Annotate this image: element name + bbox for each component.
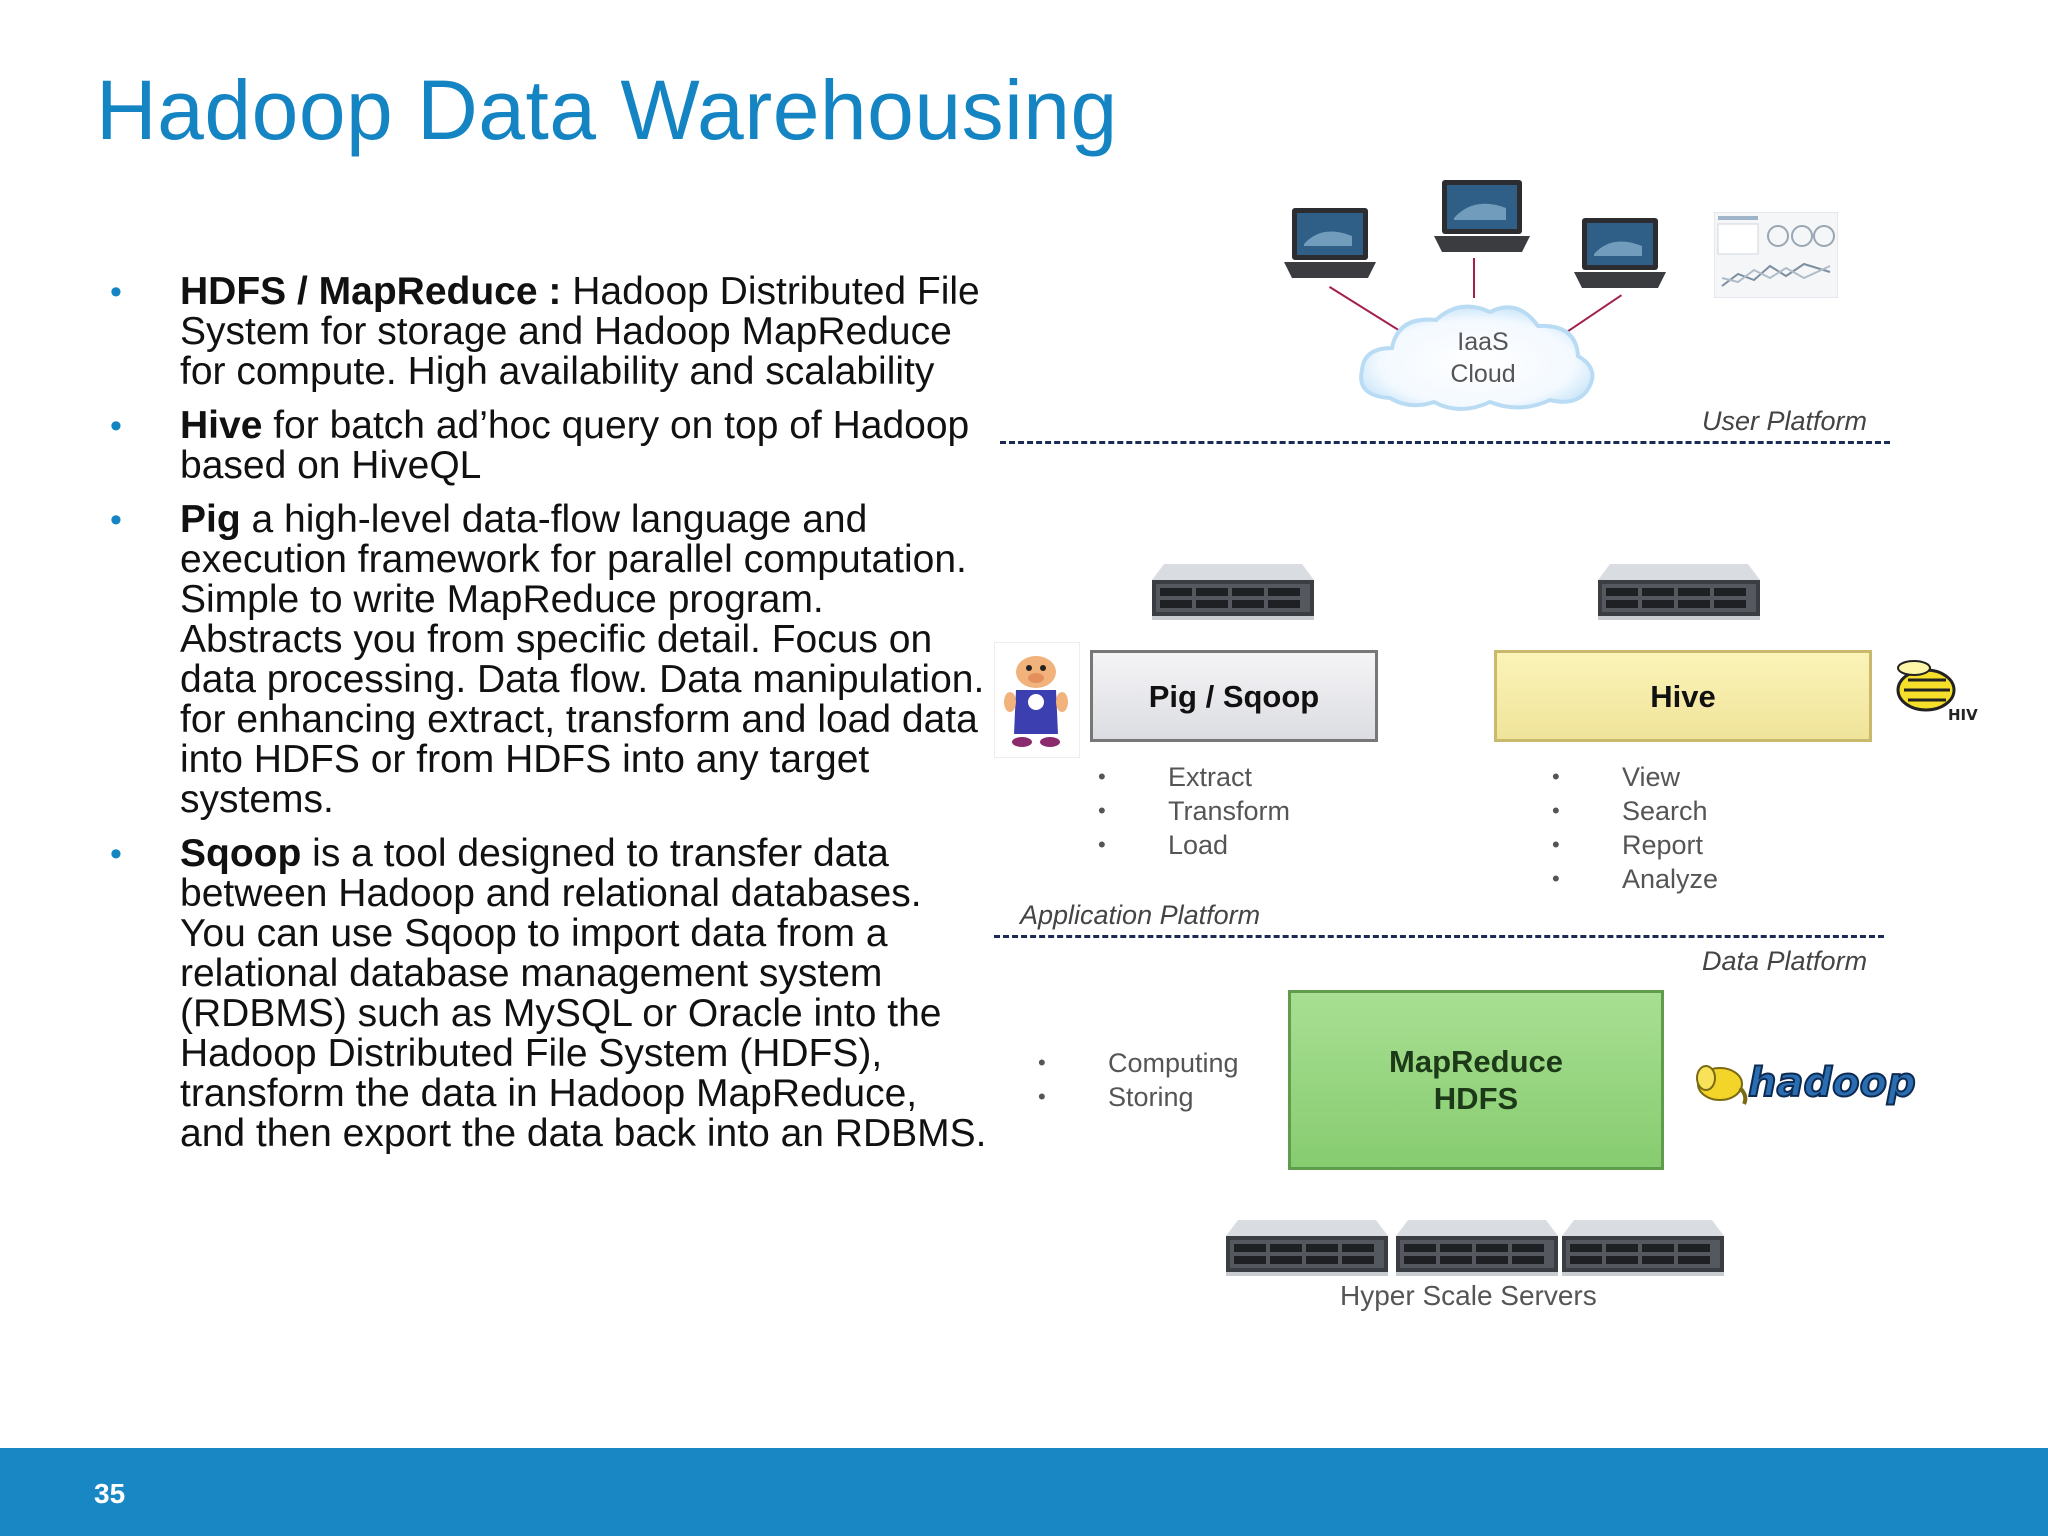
bullet-term: HDFS / MapReduce : [180, 270, 562, 313]
server-icon [1598, 564, 1760, 620]
list-item: •View [1552, 762, 1681, 792]
data-platform-label: Data Platform [1702, 946, 1868, 976]
bullet-text: for batch ad’hoc query on top of Hadoop … [180, 404, 970, 487]
hive-logo-icon: HIVE [1896, 660, 1978, 724]
cloud-icon [1359, 304, 1595, 411]
bullet-term: Pig [180, 498, 241, 541]
mapreduce-list: •Computing •Storing [1038, 1046, 1239, 1114]
mapreduce-label: MapReduce [1389, 1044, 1563, 1079]
dashboard-screenshot-icon [1714, 212, 1838, 298]
application-platform-label: Application Platform [1020, 900, 1261, 930]
laptop-icon [1284, 208, 1376, 278]
hyper-scale-servers-label: Hyper Scale Servers [1340, 1280, 1597, 1311]
application-platform-divider [994, 935, 1884, 938]
hive-list: •View •Search •Report •Analyze [1552, 760, 1718, 896]
footer-bar [0, 1448, 2048, 1536]
user-platform-divider [1000, 441, 1890, 444]
user-platform-label: User Platform [1702, 406, 1868, 436]
cloud-line-2: Cloud [1450, 360, 1516, 388]
mapreduce-hdfs-box: MapReduce HDFS [1288, 990, 1664, 1170]
cloud-line-1: IaaS [1457, 328, 1509, 356]
list-item: •Search [1552, 796, 1708, 826]
laptop-icon [1574, 218, 1666, 288]
bullet-list: • HDFS / MapReduce : Hadoop Distributed F… [110, 272, 990, 1168]
server-icon [1562, 1220, 1724, 1276]
list-item: •Report [1552, 830, 1704, 860]
list-item: •Load [1098, 830, 1229, 860]
bullet-hdfs: • HDFS / MapReduce : Hadoop Distributed F… [110, 272, 990, 392]
slide-title: Hadoop Data Warehousing [96, 63, 1118, 157]
bullet-term: Hive [180, 404, 263, 447]
bullet-dot: • [110, 835, 122, 873]
connector-line [1473, 258, 1475, 298]
bullet-text: a high-level data-flow language and exec… [180, 498, 985, 821]
hadoop-logo-text: hadoop [1748, 1060, 1916, 1106]
hive-box: Hive [1494, 650, 1872, 742]
laptop-icon [1434, 180, 1530, 252]
list-item: •Analyze [1552, 864, 1719, 894]
list-item: •Computing [1038, 1048, 1239, 1078]
bullet-dot: • [110, 273, 122, 311]
pig-sqoop-list: •Extract •Transform •Load [1098, 760, 1290, 862]
server-icon [1152, 564, 1314, 620]
bullet-text: Hadoop Distributed File System for stora… [180, 270, 980, 393]
list-item: •Transform [1098, 796, 1291, 826]
server-icon [1396, 1220, 1558, 1276]
hadoop-logo-icon: hadoop [1696, 1059, 1917, 1107]
pig-sqoop-box: Pig / Sqoop [1090, 650, 1378, 742]
cloud-label: IaaS Cloud [1438, 326, 1528, 390]
bullet-sqoop: • Sqoop is a tool designed to transfer da… [110, 834, 990, 1154]
hive-logo-text: HIVE [1948, 706, 1978, 724]
pig-logo-icon [994, 642, 1080, 758]
list-item: •Storing [1038, 1082, 1194, 1112]
server-icon [1226, 1220, 1388, 1276]
bullet-term: Sqoop [180, 832, 302, 875]
bullet-text: is a tool designed to transfer data betw… [180, 832, 987, 1155]
bullet-dot: • [110, 407, 122, 445]
bullet-pig: • Pig a high-level data-flow language and… [110, 500, 990, 820]
list-item: •Extract [1098, 762, 1253, 792]
bullet-hive: • Hive for batch ad’hoc query on top of H… [110, 406, 990, 486]
page-number: 35 [94, 1478, 126, 1509]
bullet-dot: • [110, 501, 122, 539]
hdfs-label: HDFS [1433, 1081, 1519, 1116]
